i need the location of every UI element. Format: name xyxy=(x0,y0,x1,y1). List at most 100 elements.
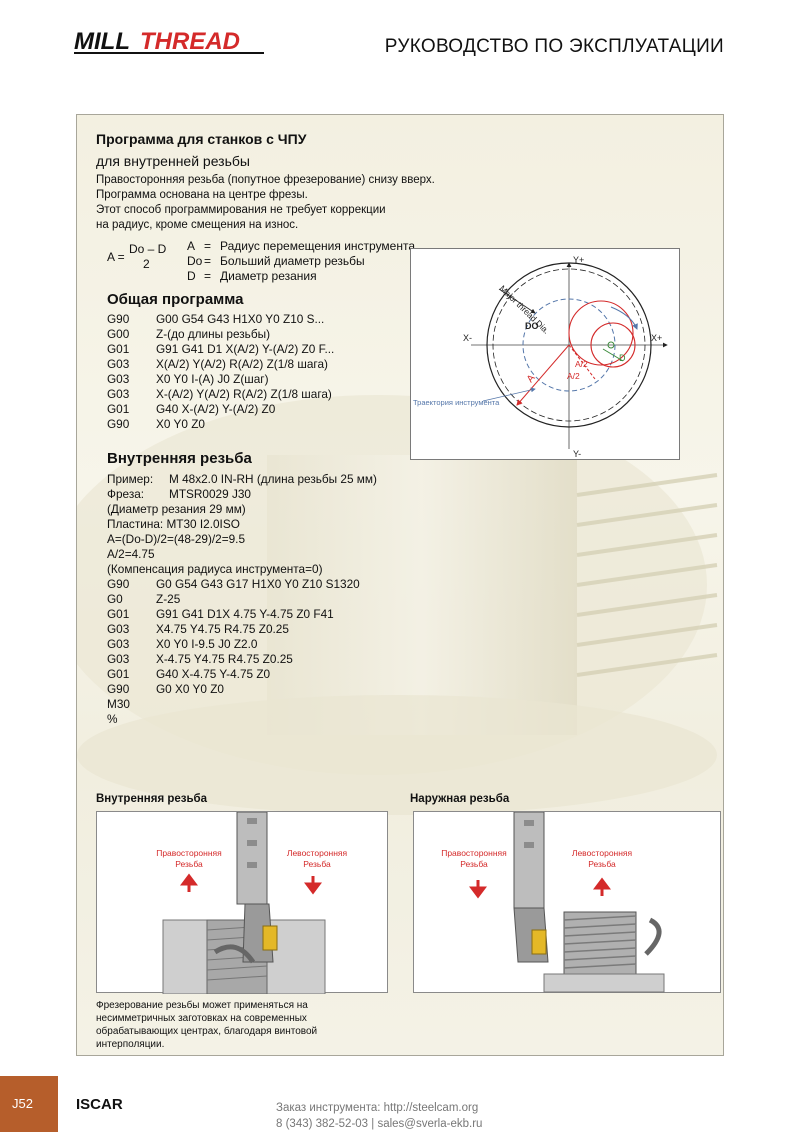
general-program-gcode-value: G00 G54 G43 H1X0 Y0 Z10 S... xyxy=(156,312,325,326)
internal-program-gcode-value: X-4.75 Y4.75 R4.75 Z0.25 xyxy=(156,652,293,666)
int-left-hand-2: Резьба xyxy=(303,859,331,869)
ext-insert xyxy=(531,929,547,955)
intro-line-1: Правосторонняя резьба (попутное фрезеров… xyxy=(96,174,435,186)
brand-name: ISCAR xyxy=(76,1096,123,1113)
internal-program-gcode: G0 xyxy=(107,592,123,606)
formula-numerator: Do – D xyxy=(129,242,167,256)
formula-lhs: A = xyxy=(107,250,125,264)
diagram-path-label: Траектория инструмента xyxy=(413,398,500,407)
tool-center-mark xyxy=(607,341,615,349)
external-illustration-title: Наружная резьба xyxy=(410,793,510,805)
ext-right-hand-2: Резьба xyxy=(460,859,488,869)
page-header-title: РУКОВОДСТВО ПО ЭКСПЛУАТАЦИИ xyxy=(384,36,724,57)
formula-def-text-a: Радиус перемещения инструмента xyxy=(220,239,416,253)
general-program-gcode-value: G91 G41 D1 X(A/2) Y-(A/2) Z0 F... xyxy=(156,342,335,356)
program-subtitle: для внутренней резьбы xyxy=(96,153,250,169)
page-number: J52 xyxy=(12,1096,33,1111)
toolpath-circle xyxy=(522,298,616,392)
internal-program-gcode-value: Z-25 xyxy=(156,592,181,606)
ext-up-arrow xyxy=(593,877,611,896)
contact-order-link[interactable]: Заказ инструмента: http://steelcam.org xyxy=(276,1102,479,1114)
ext-down-arrow xyxy=(469,880,487,899)
formula-def-sym-a: A xyxy=(187,239,196,253)
caption-line-2: несимметричных заготовках на современных xyxy=(96,1013,307,1024)
diagram-y-plus: Y+ xyxy=(573,255,584,265)
general-program-gcode: G90 xyxy=(107,417,130,431)
major-diameter-circle xyxy=(486,262,652,428)
internal-thread-illustration: Правосторонняя Резьба Левосторонняя Резь… xyxy=(96,811,388,995)
intro-line-2: Программа основана на центре фрезы. xyxy=(96,189,308,201)
int-left-hand-1: Левосторонняя xyxy=(287,848,348,858)
diagram-do-label: DO xyxy=(525,321,539,331)
example-label: Пример: xyxy=(107,472,154,486)
general-program-title: Общая программа xyxy=(107,291,244,308)
internal-program-gcode-value: G0 G54 G43 G17 H1X0 Y0 Z10 S1320 xyxy=(156,577,360,591)
radius-a-line xyxy=(516,344,570,406)
internal-program-gcode: G03 xyxy=(107,622,130,636)
internal-program-gcode: G90 xyxy=(107,577,130,591)
int-insert xyxy=(262,925,278,951)
formula-def-sym-d: D xyxy=(187,269,196,283)
diagram-x-minus: X- xyxy=(463,333,472,343)
formula-def-eq-a: = xyxy=(204,239,212,253)
intro-line-4: на радиус, кроме смещения на износ. xyxy=(96,219,299,231)
page-number-tab: J52 xyxy=(0,1076,58,1132)
general-program-gcode-value: X(A/2) Y(A/2) R(A/2) Z(1/8 шага) xyxy=(156,357,328,371)
content-panel: Программа для станков с ЧПУ для внутренн… xyxy=(76,114,724,1056)
program-title: Программа для станков с ЧПУ xyxy=(96,131,307,147)
logo-thread-text: THREAD xyxy=(140,28,240,55)
ext-right-hand-1: Правосторонняя xyxy=(441,848,507,858)
general-program-gcode: G01 xyxy=(107,402,130,416)
millthread-logo: MILL THREAD xyxy=(74,28,264,55)
general-program-gcode: G90 xyxy=(107,312,130,326)
general-program-gcode: G03 xyxy=(107,357,130,371)
ext-left-hand-2: Резьба xyxy=(588,859,616,869)
int-rotation-arrow xyxy=(213,944,256,964)
tool-circle-2 xyxy=(590,322,636,368)
general-program-gcode-value: X0 Y0 Z0 xyxy=(156,417,205,431)
ext-left-hand-1: Левосторонняя xyxy=(572,848,633,858)
internal-program-gcode-value: G91 G41 D1X 4.75 Y-4.75 Z0 F41 xyxy=(156,607,334,621)
internal-program-gcode: G01 xyxy=(107,607,130,621)
caption-line-4: интерполяции. xyxy=(96,1039,165,1050)
internal-program-gcode: G03 xyxy=(107,637,130,651)
formula-def-eq-d: = xyxy=(204,269,212,283)
cutter-label: Фреза: xyxy=(107,487,145,501)
toolpath-diagram: Y+ Y- X- X+ Major thread Dia. DO A A/2 A… xyxy=(410,248,680,460)
general-program-gcode-value: G40 X-(A/2) Y-(A/2) Z0 xyxy=(156,402,276,416)
int-down-arrow xyxy=(304,876,322,895)
external-thread-illustration: Правосторонняя Резьба Левосторонняя Резь… xyxy=(413,811,721,993)
formula-def-sym-do: Do xyxy=(187,254,203,268)
contact-phone-email[interactable]: 8 (343) 382-52-03 | sales@sverla-ekb.ru xyxy=(276,1118,483,1130)
illustration-caption: Фрезерование резьбы может применяться на… xyxy=(96,999,376,1051)
internal-program-gcode-value: X4.75 Y4.75 R4.75 Z0.25 xyxy=(156,622,289,636)
caption-line-3: обрабатывающих центрах, благодаря винтов… xyxy=(96,1026,318,1037)
internal-program-gcode-value: G40 X-4.75 Y-4.75 Z0 xyxy=(156,667,271,681)
internal-program-gcode-value: G0 X0 Y0 Z0 xyxy=(156,682,224,696)
caption-line-1: Фрезерование резьбы может применяться на xyxy=(96,1000,308,1011)
internal-program-gcode-value: X0 Y0 I-9.5 J0 Z2.0 xyxy=(156,637,258,651)
ext-rotation-arrow xyxy=(644,917,662,956)
internal-illustration-title: Внутренняя резьба xyxy=(96,793,208,805)
intro-line-3: Этот способ программирования не требует … xyxy=(96,204,386,216)
int-right-hand-1: Правосторонняя xyxy=(156,848,222,858)
diagram-y-minus: Y- xyxy=(573,449,581,459)
general-program-gcode-value: X-(A/2) Y(A/2) R(A/2) Z(1/8 шага) xyxy=(156,387,332,401)
general-program-gcode-value: X0 Y0 I-(A) J0 Z(шаг) xyxy=(156,372,269,386)
int-right-hand-2: Резьба xyxy=(175,859,203,869)
diagram-a2-label-2: A/2 xyxy=(567,371,580,381)
internal-thread-title: Внутренняя резьба xyxy=(107,450,252,467)
formula-block: A = Do – D 2 A = Радиус перемещения инст… xyxy=(107,239,417,289)
diagram-x-plus: X+ xyxy=(651,333,662,343)
diagram-d-label: D xyxy=(619,353,626,363)
formula-def-text-do: Больший диаметр резьбы xyxy=(220,254,365,268)
cutter-value: MTSR0029 J30 xyxy=(169,487,251,501)
example-value: M 48x2.0 IN-RH (длина резьбы 25 мм) xyxy=(169,472,377,486)
internal-program-gcode: G90 xyxy=(107,682,130,696)
diagram-a2-label-1: A/2 xyxy=(575,359,588,369)
general-program-gcode: G03 xyxy=(107,372,130,386)
formula-denominator: 2 xyxy=(143,257,150,271)
int-up-arrow xyxy=(180,873,198,892)
general-program-gcode-value: Z-(до длины резьбы) xyxy=(156,327,270,341)
general-program-gcode: G00 xyxy=(107,327,130,341)
